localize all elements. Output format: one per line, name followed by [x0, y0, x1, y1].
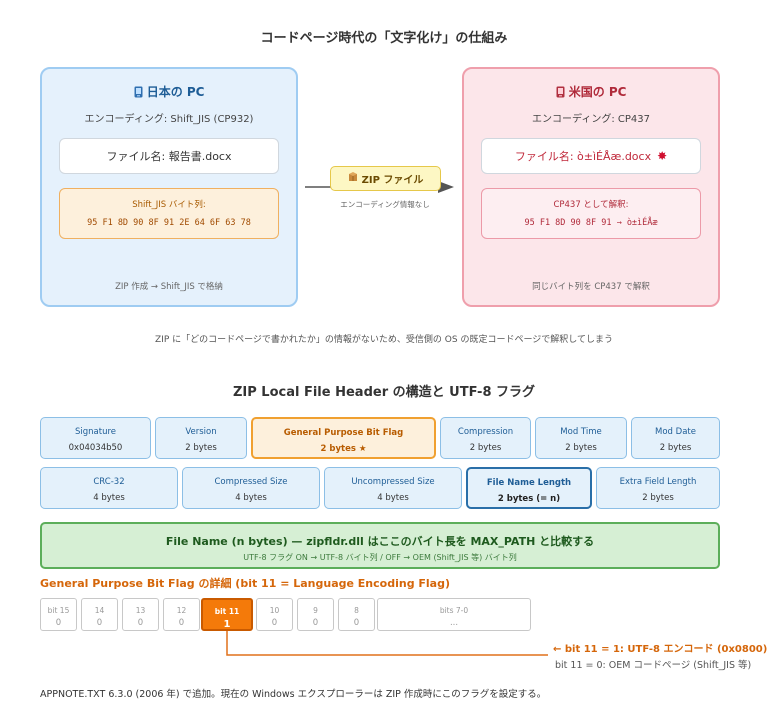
- us-bytes: 95 F1 8D 90 8F 91 → ò±ìÉÅæ: [524, 218, 658, 228]
- field-mod-date: Mod Date 2 bytes: [631, 417, 720, 459]
- file-name-title: File Name (n bytes) — zipfldr.dll はここのバイ…: [165, 535, 595, 548]
- field-compressed-size: Compressed Size 4 bytes: [182, 467, 320, 509]
- field-uncompressed-size: Uncompressed Size 4 bytes: [324, 467, 462, 509]
- package-icon: [348, 172, 358, 185]
- computer-icon: [556, 86, 565, 101]
- japan-pc-title: 日本の PC: [42, 83, 296, 101]
- field-file-name-length: File Name Length 2 bytes (= n): [466, 467, 592, 509]
- diagram-title-header: ZIP Local File Header の構造と UTF-8 フラグ: [232, 385, 536, 400]
- us-filename: ファイル名: ò±ìÉÅæ.docx ✸: [481, 138, 701, 174]
- zip-note: エンコーディング情報なし: [340, 200, 430, 209]
- us-bytes-box: CP437 として解釈: 95 F1 8D 90 8F 91 → ò±ìÉÅæ: [481, 188, 701, 239]
- us-pc-panel: 米国の PC エンコーディング: CP437 ファイル名: ò±ìÉÅæ.doc…: [462, 67, 720, 307]
- encoding-caption: ZIP に「どのコードページで書かれたか」の情報がないため、受信側の OS の既…: [155, 335, 613, 345]
- japan-filename: ファイル名: 報告書.docx: [59, 138, 279, 174]
- japan-pc-encoding: エンコーディング: Shift_JIS (CP932): [84, 114, 254, 125]
- field-extra-field-length: Extra Field Length 2 bytes: [596, 467, 720, 509]
- field-general-purpose-bit-flag: General Purpose Bit Flag 2 bytes ★: [251, 417, 436, 459]
- bit-11-off-description: bit 11 = 0: OEM コードページ (Shift_JIS 等): [555, 660, 752, 671]
- file-name-field: File Name (n bytes) — zipfldr.dll はここのバイ…: [40, 522, 720, 569]
- file-name-subtitle: UTF-8 フラグ ON → UTF-8 バイト列 / OFF → OEM (S…: [243, 553, 517, 562]
- bit-11-on-description: ← bit 11 = 1: UTF-8 エンコード (0x0800): [553, 644, 768, 655]
- error-burst-icon: ✸: [657, 149, 668, 163]
- us-pc-encoding: エンコーディング: CP437: [532, 114, 650, 125]
- bit-11-cell: bit 11 1: [201, 598, 253, 631]
- field-mod-time: Mod Time 2 bytes: [535, 417, 627, 459]
- us-bytes-label: CP437 として解釈:: [553, 200, 629, 210]
- footnote: APPNOTE.TXT 6.3.0 (2006 年) で追加。現在の Windo…: [40, 689, 547, 700]
- japan-bytes: 95 F1 8D 90 8F 91 2E 64 6F 63 78: [87, 218, 251, 228]
- field-version: Version 2 bytes: [155, 417, 247, 459]
- us-pc-title: 米国の PC: [464, 83, 718, 101]
- japan-pc-panel: 日本の PC エンコーディング: Shift_JIS (CP932) ファイル名…: [40, 67, 298, 307]
- bit-flag-title: General Purpose Bit Flag の詳細 (bit 11 = L…: [40, 577, 451, 590]
- field-signature: Signature 0x04034b50: [40, 417, 151, 459]
- field-crc32: CRC-32 4 bytes: [40, 467, 178, 509]
- us-pc-footer: 同じバイト列を CP437 で解釈: [532, 282, 650, 292]
- bit-cell: 13 0: [122, 598, 159, 631]
- bit-cell: 14 0: [81, 598, 118, 631]
- zip-file-label: ZIP ファイル: [330, 166, 441, 191]
- japan-bytes-box: Shift_JIS バイト列: 95 F1 8D 90 8F 91 2E 64 …: [59, 188, 279, 239]
- japan-pc-footer: ZIP 作成 → Shift_JIS で格納: [115, 282, 223, 292]
- bit-cell: 9 0: [297, 598, 334, 631]
- bit-cell: 10 0: [256, 598, 293, 631]
- field-compression: Compression 2 bytes: [440, 417, 531, 459]
- computer-icon: [134, 86, 143, 101]
- bit-cell-low-byte: bits 7-0 ...: [377, 598, 531, 631]
- japan-bytes-label: Shift_JIS バイト列:: [132, 200, 206, 210]
- bit-cell: bit 15 0: [40, 598, 77, 631]
- bit-cell: 8 0: [338, 598, 375, 631]
- diagram-title-encoding: コードページ時代の「文字化け」の仕組み: [260, 31, 508, 46]
- bit-cell: 12 0: [163, 598, 200, 631]
